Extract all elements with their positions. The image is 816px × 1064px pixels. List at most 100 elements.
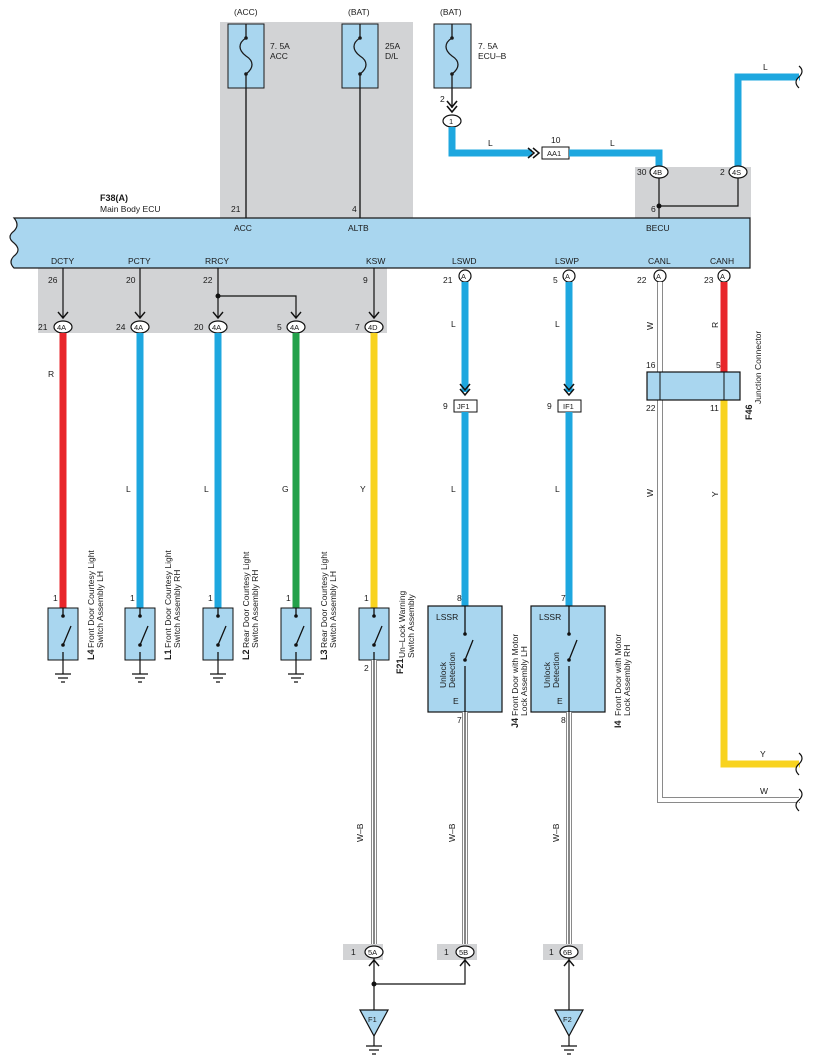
connector-row-4a: 4A 21 4A 24 4A 20 4A 5 4D 7 — [38, 320, 384, 334]
svg-text:4D: 4D — [368, 323, 378, 332]
svg-text:Un–Lock Warning: Un–Lock Warning — [397, 590, 407, 658]
svg-text:Rear Door Courtesy Light: Rear Door Courtesy Light — [241, 551, 251, 648]
svg-text:1: 1 — [364, 593, 369, 603]
wire-color-label: W — [645, 322, 655, 330]
connector-label: 4B — [653, 168, 662, 177]
svg-text:Rear Door Courtesy Light: Rear Door Courtesy Light — [319, 551, 329, 648]
svg-text:20: 20 — [194, 322, 204, 332]
main-body-ecu: F38(A) Main Body ECU ACC ALTB BECU DCTY … — [9, 193, 751, 269]
wire-color-label: G — [282, 484, 289, 494]
connector-label: 1 — [449, 117, 453, 126]
svg-text:7: 7 — [355, 322, 360, 332]
wire-color-label: W — [760, 786, 768, 796]
svg-text:24: 24 — [116, 322, 126, 332]
svg-text:Detection: Detection — [551, 652, 561, 688]
switch-f21: 1 2 F21 Un–Lock Warning Switch Assembly — [358, 590, 416, 674]
component-code: L1 — [163, 649, 173, 660]
svg-text:4A: 4A — [134, 323, 143, 332]
svg-text:7: 7 — [457, 715, 462, 725]
wire-color-label: L — [451, 484, 456, 494]
component-code: L3 — [319, 649, 329, 660]
svg-text:IF1: IF1 — [563, 402, 574, 411]
svg-text:Front Door Courtesy Light: Front Door Courtesy Light — [163, 550, 173, 648]
drop-arrows — [57, 311, 380, 320]
ecu-pin-acc-number: 21 — [231, 204, 241, 214]
wire-color-label: Y — [360, 484, 366, 494]
fuse-dl: (BAT) 25A D/L — [341, 7, 400, 89]
fuse-rating: 7. 5A — [478, 41, 498, 51]
component-code: L4 — [86, 649, 96, 660]
component-code: I4 — [613, 720, 623, 728]
svg-text:11: 11 — [710, 403, 719, 413]
switch-icon — [464, 606, 474, 712]
svg-text:Lock Assembly LH: Lock Assembly LH — [519, 646, 529, 716]
svg-text:5: 5 — [716, 360, 721, 370]
svg-text:JF1: JF1 — [457, 402, 470, 411]
wire-color-label: L — [763, 62, 768, 72]
svg-text:4A: 4A — [290, 323, 299, 332]
svg-text:E: E — [453, 696, 459, 706]
svg-text:22: 22 — [203, 275, 213, 285]
svg-text:Unlock: Unlock — [542, 661, 552, 688]
pin-number: 2 — [440, 94, 445, 104]
svg-text:16: 16 — [646, 360, 656, 370]
ground-point-f2: F2 — [553, 1009, 585, 1055]
svg-text:4A: 4A — [212, 323, 221, 332]
wire-color-label: L — [555, 484, 560, 494]
svg-text:Lock Assembly RH: Lock Assembly RH — [622, 645, 632, 716]
becu-connectors: L 4B 30 4S 2 6 — [637, 62, 803, 218]
svg-text:F2: F2 — [563, 1015, 572, 1024]
svg-text:1: 1 — [208, 593, 213, 603]
fuse-ecub: (BAT) 7. 5A ECU–B — [433, 7, 507, 89]
fuse-source-label: (ACC) — [234, 7, 258, 17]
wire-color-label: L — [451, 319, 456, 329]
component-code: F46 — [744, 404, 754, 420]
connector-label: 4S — [732, 168, 741, 177]
junction-connector-f46: 16 22 5 11 F46 Junction Connector — [646, 331, 763, 420]
connector-label: AA1 — [547, 149, 561, 158]
wire-color-label: L — [488, 138, 493, 148]
svg-text:22: 22 — [637, 275, 647, 285]
svg-text:A: A — [720, 272, 725, 281]
svg-text:7: 7 — [561, 593, 566, 603]
ground-icon — [366, 1036, 382, 1055]
svg-text:8: 8 — [561, 715, 566, 725]
wire-color-label: W–B — [355, 823, 365, 842]
wire-color-label: R — [48, 369, 54, 379]
svg-text:23: 23 — [704, 275, 714, 285]
ecu-pin-name: ACC — [234, 223, 252, 233]
svg-text:LSSR: LSSR — [436, 612, 458, 622]
switch-l1: 1 L1 Front Door Courtesy Light Switch As… — [124, 550, 182, 683]
wire-color-label: W–B — [447, 823, 457, 842]
connector-arrow-icon — [527, 147, 541, 159]
fuse-icon — [353, 24, 367, 88]
svg-text:5B: 5B — [459, 948, 468, 957]
svg-text:5: 5 — [277, 322, 282, 332]
wire-break-icon — [795, 752, 803, 776]
ecu-drop-lines — [62, 268, 375, 318]
svg-text:A: A — [461, 272, 466, 281]
ecu-pin-name: LSWD — [452, 256, 477, 266]
ground-icon — [288, 660, 304, 683]
connector-arrow-icon — [563, 383, 575, 397]
svg-text:A: A — [656, 272, 661, 281]
svg-text:1: 1 — [444, 947, 449, 957]
switch-l4: 1 L4 Front Door Courtesy Light Switch As… — [47, 550, 105, 683]
svg-text:1: 1 — [286, 593, 291, 603]
svg-text:9: 9 — [443, 401, 448, 411]
svg-text:4A: 4A — [57, 323, 66, 332]
svg-text:Switch Assembly LH: Switch Assembly LH — [95, 571, 105, 648]
wire-color-label: W — [645, 489, 655, 497]
component-code: J4 — [510, 718, 520, 728]
fuse-icon — [239, 24, 253, 88]
ground-icon — [210, 660, 226, 683]
lswd-lswp-wires: L L JF1 9 IF1 9 L L — [443, 282, 582, 606]
wire-color-label: L — [610, 138, 615, 148]
ecu-bottom-pin-numbers: 26 20 22 9 — [48, 275, 368, 285]
switch-wires: R L L G Y — [48, 333, 378, 608]
fuse-icon — [445, 24, 459, 88]
svg-text:Front Door with Motor: Front Door with Motor — [613, 634, 623, 716]
svg-text:6B: 6B — [563, 948, 572, 957]
svg-text:1: 1 — [549, 947, 554, 957]
pin-number: 2 — [720, 167, 725, 177]
